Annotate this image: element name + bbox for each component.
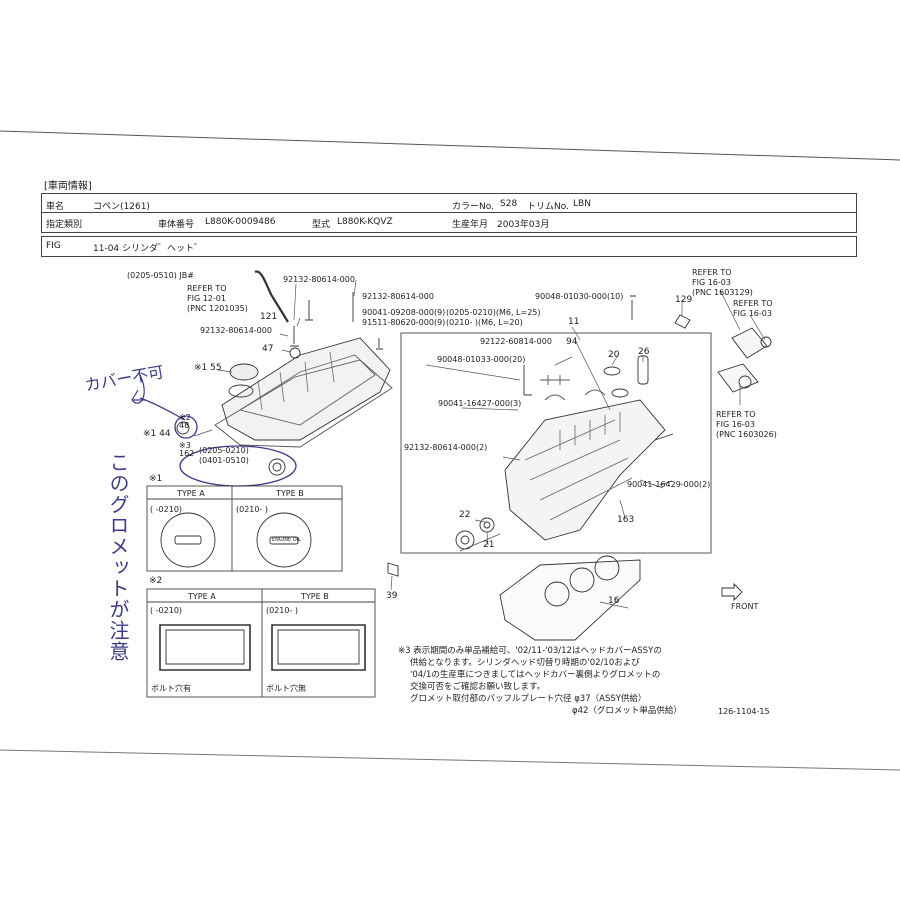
label-90041-16429: 90041-16429-000(2)	[627, 480, 711, 489]
table-2-range-a: ( -0210)	[150, 606, 183, 615]
car-name-label: 車名	[46, 202, 65, 212]
part-number-44: ※1 44	[143, 429, 171, 439]
part-number-21: 21	[483, 540, 495, 550]
trim-label: トリムNo.	[527, 202, 569, 212]
note-line-5: グロメット取付部のバッフルプレート穴径 φ37（ASSY供給）	[410, 694, 647, 704]
note-line-6: φ42（グロメット単品供給）	[572, 706, 682, 716]
gasket-type-b	[271, 624, 366, 671]
car-name-value: コペン(1261)	[93, 202, 150, 212]
model-label: 型式	[312, 220, 331, 230]
table-1-type-a: TYPE A	[177, 489, 205, 498]
body-no-value: L880K-0009486	[205, 217, 276, 227]
part-number-47: 47	[262, 344, 274, 354]
table-1-type-b: TYPE B	[276, 489, 304, 498]
head-cover	[221, 337, 391, 441]
label-90048-01030: 90048-01030-000(10)	[535, 292, 624, 301]
note-line-3: '04/1の生産車につきましてはヘッドカバー裏側よりグロメットの	[410, 670, 661, 680]
cylinder-head-frame	[400, 332, 712, 554]
label-162-range-2: (0401-0510)	[199, 456, 249, 465]
fig-row	[41, 236, 857, 257]
note-line-1: ※3 表示期間のみ単品補給可、'02/11-'03/12はヘッドカバーASSYの	[398, 646, 662, 656]
designation-label: 指定類別	[46, 220, 83, 230]
cap-b-text: ENGINE OIL	[272, 537, 301, 543]
color-value: S28	[500, 199, 518, 209]
label-90048-01033: 90048-01033-000(20)	[437, 355, 526, 364]
front-label: FRONT	[731, 602, 759, 611]
part-number-129: 129	[675, 295, 693, 305]
color-label: カラーNo.	[452, 202, 494, 212]
label-top-left-date: (0205-0510) JB#	[127, 271, 194, 280]
gasket-type-a	[159, 624, 251, 671]
grommet-highlight	[174, 415, 198, 439]
part-number-39: 39	[386, 591, 398, 601]
cap-type-a	[160, 512, 216, 568]
label-refer-16a-l1: REFER TO	[692, 268, 732, 277]
part-number-22: 22	[459, 510, 471, 520]
part-number-48: ※2 48	[179, 413, 191, 430]
label-range-b: (0210- )(M6, L=20)	[446, 318, 523, 327]
cover-gasket	[214, 359, 393, 448]
oil-cap	[229, 363, 259, 381]
label-range-a: (0205-0210)(M6, L=25)	[446, 308, 541, 317]
table-2-caption-b: ボルト穴無	[266, 684, 306, 693]
section-title: [車両情報]	[44, 181, 92, 192]
trim-value: LBN	[573, 199, 591, 209]
part-number-94: 94	[566, 337, 578, 347]
table-2-type-a: TYPE A	[188, 592, 216, 601]
pcv-hose	[254, 270, 289, 323]
table-1-range-b: (0210- )	[236, 505, 269, 514]
part-number-11: 11	[568, 317, 580, 327]
label-90041-16427: 90041-16427-000(3)	[438, 399, 522, 408]
label-90041-09208: 90041-09208-000(9)	[362, 308, 446, 317]
document-id: 126-1104-15	[718, 707, 770, 716]
part-number-163: 163	[617, 515, 635, 525]
front-arrow	[721, 582, 743, 602]
label-refer-16b-l1: REFER TO	[733, 299, 773, 308]
table-2-type-b: TYPE B	[301, 592, 329, 601]
part-number-162: ※3 162	[179, 441, 195, 458]
label-162-range-1: (0205-0210)	[199, 446, 249, 455]
part-number-16: 16	[608, 596, 620, 606]
label-refer-16b-l2: FIG 16-03	[733, 309, 772, 318]
note-line-4: 交換可否をご確認お願い致します。	[410, 682, 546, 692]
label-refer-16c-l1: REFER TO	[716, 410, 756, 419]
model-value: L880K-KQVZ	[337, 217, 393, 227]
label-refer-fig-12-l1: REFER TO	[187, 284, 227, 293]
handwritten-vertical-note: このグロメットが注意	[106, 452, 130, 662]
label-92132-a: 92132-80614-000	[283, 275, 355, 284]
label-91511-80620: 91511-80620-000(9)	[362, 318, 446, 327]
fig-label: FIG	[46, 241, 61, 251]
part-number-26: 26	[638, 347, 650, 357]
label-92132-d: 92132-80614-000(2)	[404, 443, 488, 452]
vehicle-info-table	[41, 193, 857, 233]
table-2-caption-a: ボルト穴有	[151, 684, 191, 693]
cylinder-head-block	[504, 399, 666, 541]
label-92132-c: 92132-80614-000	[200, 326, 272, 335]
fig-value: 11-04 シリンダ゛ヘット゛	[93, 244, 204, 254]
part-number-55: ※1 55	[194, 363, 222, 373]
label-refer-16c-l2: FIG 16-03	[716, 420, 755, 429]
type-table-2	[146, 588, 376, 698]
prod-value: 2003年03月	[497, 220, 550, 230]
body-no-label: 車体番号	[158, 220, 195, 230]
table-1-range-a: ( -0210)	[150, 505, 183, 514]
label-92132-b: 92132-80614-000	[362, 292, 434, 301]
label-refer-fig-12-l3: (PNC 1201035)	[187, 304, 248, 313]
cap-type-b	[256, 512, 312, 568]
type-table-1	[146, 485, 343, 572]
label-refer-16a-l2: FIG 16-03	[692, 278, 731, 287]
table-2-range-b: (0210- )	[266, 606, 299, 615]
table-2-mark: ※2	[149, 576, 163, 586]
prod-label: 生産年月	[452, 220, 489, 230]
table-1-mark: ※1	[149, 474, 163, 484]
label-refer-fig-12-l2: FIG 12-01	[187, 294, 226, 303]
part-number-20: 20	[608, 350, 620, 360]
note-line-2: 供給となります。シリンダヘッド切替り時期の'02/10および	[410, 658, 640, 668]
label-92122-60814: 92122-60814-000	[480, 337, 552, 346]
label-refer-16c-l3: (PNC 1603026)	[716, 430, 777, 439]
part-number-121: 121	[260, 312, 278, 322]
label-refer-16a-l3: (PNC 1603129)	[692, 288, 753, 297]
